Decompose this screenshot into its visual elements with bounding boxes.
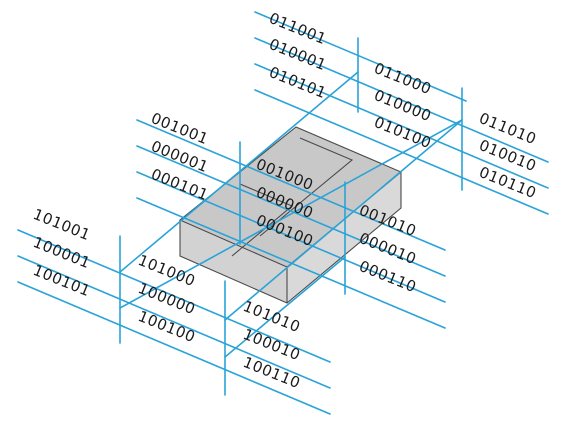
grid-line bbox=[254, 89, 549, 215]
grid-line bbox=[224, 119, 463, 321]
grid-line bbox=[254, 63, 549, 189]
grid-line bbox=[17, 281, 331, 415]
grid-line bbox=[119, 71, 359, 273]
grid-line bbox=[17, 255, 331, 389]
grid-line bbox=[136, 119, 446, 251]
box-top-face bbox=[180, 127, 401, 267]
grid-line bbox=[254, 37, 549, 163]
labels: 011001 010001 010101 011000 010000 01010… bbox=[31, 9, 540, 392]
grid-line bbox=[254, 11, 467, 102]
grid-line bbox=[17, 229, 331, 363]
grid-line bbox=[136, 145, 446, 277]
grid-line bbox=[224, 256, 346, 358]
shaded-box bbox=[178, 126, 403, 304]
grid-line bbox=[119, 119, 463, 309]
box-groove-2 bbox=[231, 183, 294, 257]
box-front-face bbox=[180, 220, 287, 303]
grid-line bbox=[136, 197, 446, 329]
grid-line bbox=[136, 171, 446, 303]
box-right-face bbox=[287, 172, 401, 303]
grid-lines bbox=[17, 11, 549, 415]
